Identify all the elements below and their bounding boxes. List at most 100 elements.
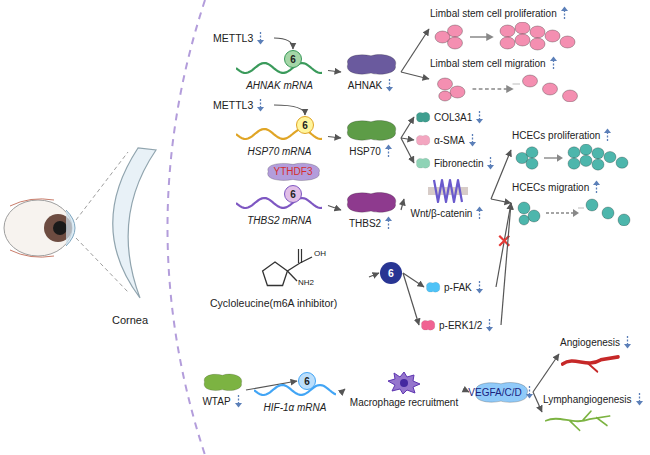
node-text: 6 (304, 376, 310, 387)
m6a-mark: 6 (380, 262, 402, 284)
marker-node: α-SMA (415, 133, 505, 147)
divider-arc (168, 0, 206, 455)
node-text: NH2 (298, 278, 314, 287)
label-row: Limbal stem cell proliferation (430, 6, 635, 20)
eye (4, 199, 75, 257)
node-text: HSP70 (349, 146, 381, 157)
protein-shape (200, 372, 245, 392)
decrease-arrow (234, 394, 243, 408)
node-text: 6 (290, 189, 296, 200)
marker-node: p-FAK (425, 280, 495, 294)
mrna-node: 6HIF-1α mRNA (250, 372, 340, 413)
m6a-mark: 6 (298, 372, 316, 390)
node-text: 6 (388, 267, 394, 279)
label-row: Angiogenesis (560, 335, 645, 349)
mrna-strand (236, 61, 323, 75)
protein-shape (342, 118, 400, 142)
decrease-arrow (475, 110, 484, 124)
decrease-arrow (623, 335, 632, 349)
protein-node: AHNAK (342, 52, 400, 92)
mrna-node: 6HSP70 mRNA (232, 116, 327, 157)
m6a-mark: 6 (284, 185, 302, 203)
increase-arrow (592, 180, 601, 194)
increase-arrow (384, 216, 393, 230)
m6a-mark: 6 (284, 50, 302, 68)
node-text: 6 (290, 54, 296, 65)
mrna-node: 6AHNAK mRNA (232, 50, 327, 91)
node-text: p-FAK (444, 282, 472, 293)
decrease-arrow (468, 133, 477, 147)
connector-arrow (401, 138, 414, 140)
protein-node: VEGFA/C/D (470, 380, 532, 404)
label-row: Lymphangiogenesis (543, 392, 645, 406)
outcome-node: Limbal stem cell proliferation (430, 6, 635, 52)
mrna-node: 6THBS2 mRNA (232, 185, 327, 226)
connector-arrow (501, 203, 511, 325)
node-text: HCECs proliferation (512, 130, 600, 141)
label-row: WTAP (200, 394, 245, 408)
m6a-mark: 6 (296, 116, 314, 134)
label-row: p-FAK (425, 280, 495, 294)
node-text: p-ERK1/2 (439, 320, 482, 331)
node-text: α-SMA (434, 135, 465, 146)
outcome-node: Angiogenesis (560, 335, 645, 373)
protein-node: THBS2 (342, 190, 400, 230)
node-text: Macrophage recruitment (346, 397, 462, 408)
protein-icon (415, 157, 431, 169)
node-text: THBS2 (349, 218, 381, 229)
connector-arrow (533, 354, 559, 392)
outcome-node: HCECs migration (512, 180, 642, 226)
node-text: Angiogenesis (560, 337, 620, 348)
label-row: HSP70 (342, 144, 400, 158)
mig-icon (512, 196, 632, 226)
mrna-strand (236, 196, 323, 210)
region-label: Cornea (112, 314, 148, 326)
connector-arrow (401, 117, 414, 138)
decrease-arrow (635, 392, 644, 406)
protein-shape (342, 190, 400, 214)
decrease-arrow (486, 156, 495, 170)
node-text: Limbal stem cell proliferation (430, 8, 557, 19)
connector-arrow (341, 389, 345, 393)
node-text: OH (314, 249, 326, 258)
outcome-node: Lymphangiogenesis (543, 392, 645, 432)
label-row: HCECs migration (512, 180, 642, 194)
decrease-arrow (485, 318, 494, 332)
label-row: Fibronectin (415, 156, 505, 170)
node-text: YTHDF3 (274, 166, 313, 177)
node-text: Limbal stem cell migration (430, 58, 546, 69)
mig-icon (430, 72, 580, 102)
lymph-icon (543, 408, 623, 432)
node-text: AHNAK mRNA (232, 80, 327, 91)
decrease-arrow (256, 98, 265, 112)
node-text: AHNAK (348, 80, 382, 91)
protein-node: HSP70 (342, 118, 400, 158)
connector-arrow (401, 29, 429, 72)
label-row: α-SMA (415, 133, 505, 147)
connector-arrow (274, 105, 305, 115)
connector-arrow (369, 273, 379, 277)
decrease-arrow (385, 78, 394, 92)
connector-arrow (401, 199, 404, 210)
receptor-icon (428, 178, 468, 204)
connector-arrow (274, 38, 293, 49)
connector-arrow (401, 138, 414, 163)
macrophage-icon (387, 370, 421, 395)
receptor-node: Wnt/β-catenin (405, 178, 490, 220)
gene-label: METTL3 (213, 98, 273, 112)
connector-arrow (491, 199, 511, 203)
label-row: METTL3 (213, 98, 273, 112)
protein-icon (415, 111, 431, 123)
node-text: METTL3 (213, 32, 253, 44)
cornea-shape (113, 148, 156, 298)
compound-node: OHNH2Cycloleucine(m6A inhibitor) (210, 245, 368, 309)
node-text: METTL3 (213, 99, 253, 111)
connector-arrow (491, 150, 511, 199)
node-text: COL3A1 (434, 112, 472, 123)
node-text: VEGFA/C/D (468, 387, 521, 398)
increase-arrow (384, 144, 393, 158)
vessel-icon (560, 351, 630, 373)
outcome-node: Limbal stem cell migration (430, 56, 635, 102)
structure: OH NH2 (210, 245, 368, 293)
connector-arrow (328, 71, 341, 73)
